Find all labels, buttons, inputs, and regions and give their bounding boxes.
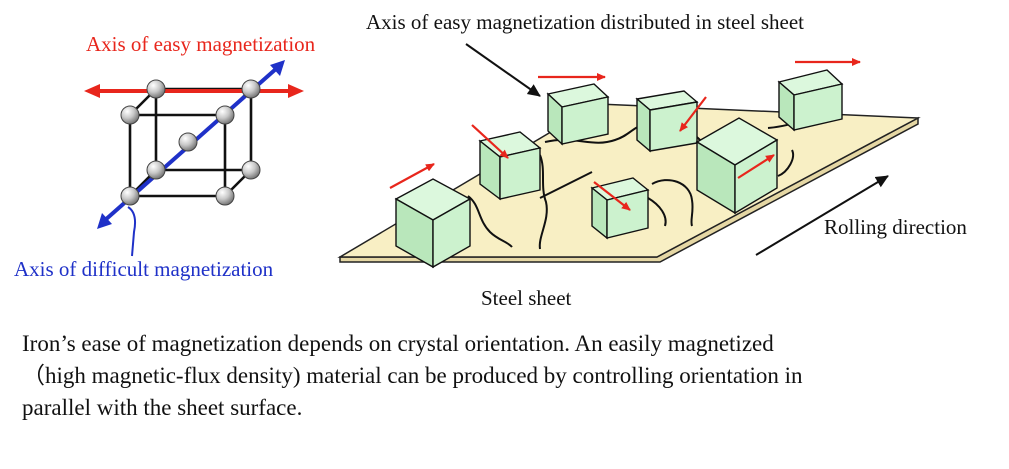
magnetization-arrows	[389, 58, 861, 211]
grain-cube	[478, 131, 542, 201]
difficult-axis-label: Axis of difficult magnetization	[14, 257, 274, 281]
atom	[146, 79, 166, 99]
atom	[120, 186, 140, 206]
difficult-axis-leader	[127, 206, 137, 257]
caption-line: parallel with the sheet surface.	[22, 395, 303, 420]
caption: Iron’s ease of magnetization depends on …	[22, 328, 997, 424]
magnetization-arrow	[679, 96, 707, 132]
atom	[120, 105, 140, 125]
caption-line: （high magnetic-flux density) material ca…	[22, 363, 803, 388]
bcc-crystal	[84, 60, 304, 257]
rolling-direction-label: Rolling direction	[824, 215, 967, 239]
atom	[146, 160, 166, 180]
crystal-atoms	[120, 79, 261, 206]
grain-cube	[590, 177, 650, 240]
magnetization-arrow	[471, 124, 509, 159]
distributed-pointer-arrow	[465, 43, 541, 97]
grain-cubes	[394, 69, 844, 269]
atom	[241, 79, 261, 99]
easy-axis-arrow	[84, 84, 304, 98]
atom-center	[178, 132, 198, 152]
grain-cube	[394, 178, 472, 269]
magnetization-arrow	[593, 181, 631, 211]
distributed-label: Axis of easy magnetization distributed i…	[366, 10, 804, 34]
rolling-direction-arrow	[755, 175, 889, 256]
easy-axis-label: Axis of easy magnetization	[86, 32, 316, 56]
atom	[241, 160, 261, 180]
magnetization-arrow	[389, 163, 435, 189]
steel-sheet-label: Steel sheet	[481, 286, 572, 310]
grain-cube	[546, 83, 610, 146]
magnetization-arrow	[737, 154, 775, 179]
grain-cube	[777, 69, 844, 132]
caption-line: Iron’s ease of magnetization depends on …	[22, 331, 774, 356]
grain-cube	[635, 90, 699, 153]
atom	[215, 105, 235, 125]
atom	[215, 186, 235, 206]
